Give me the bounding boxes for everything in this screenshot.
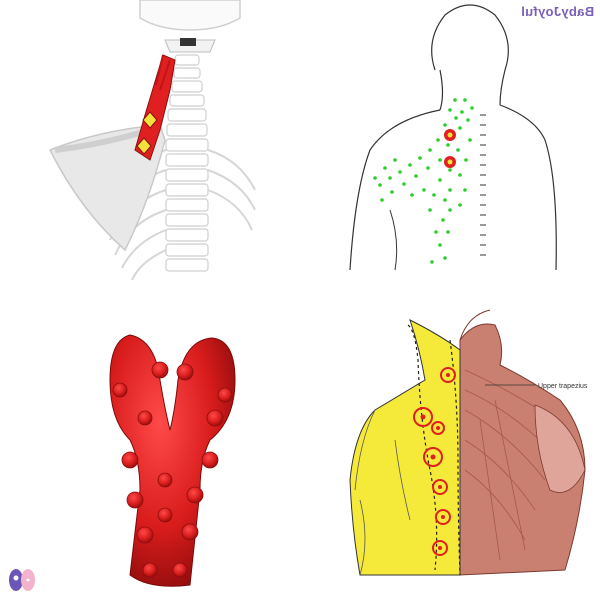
anatomy-svg: Upper trapezius xyxy=(349,309,588,576)
trigger-map-svg xyxy=(349,4,557,271)
trigger-point-map: BabyJoyful xyxy=(300,0,600,300)
brand-logo-text: BabyJoyful xyxy=(520,4,594,19)
feet-logo-icon xyxy=(9,569,35,591)
massage-tool-svg xyxy=(109,334,236,587)
muscle-anatomy-illustration: Upper trapezius xyxy=(300,300,600,600)
skeleton-svg xyxy=(48,0,256,281)
skeleton-muscle-illustration xyxy=(0,0,300,300)
upper-trapezius-label: Upper trapezius xyxy=(538,383,588,390)
massage-tool-product xyxy=(0,300,300,600)
